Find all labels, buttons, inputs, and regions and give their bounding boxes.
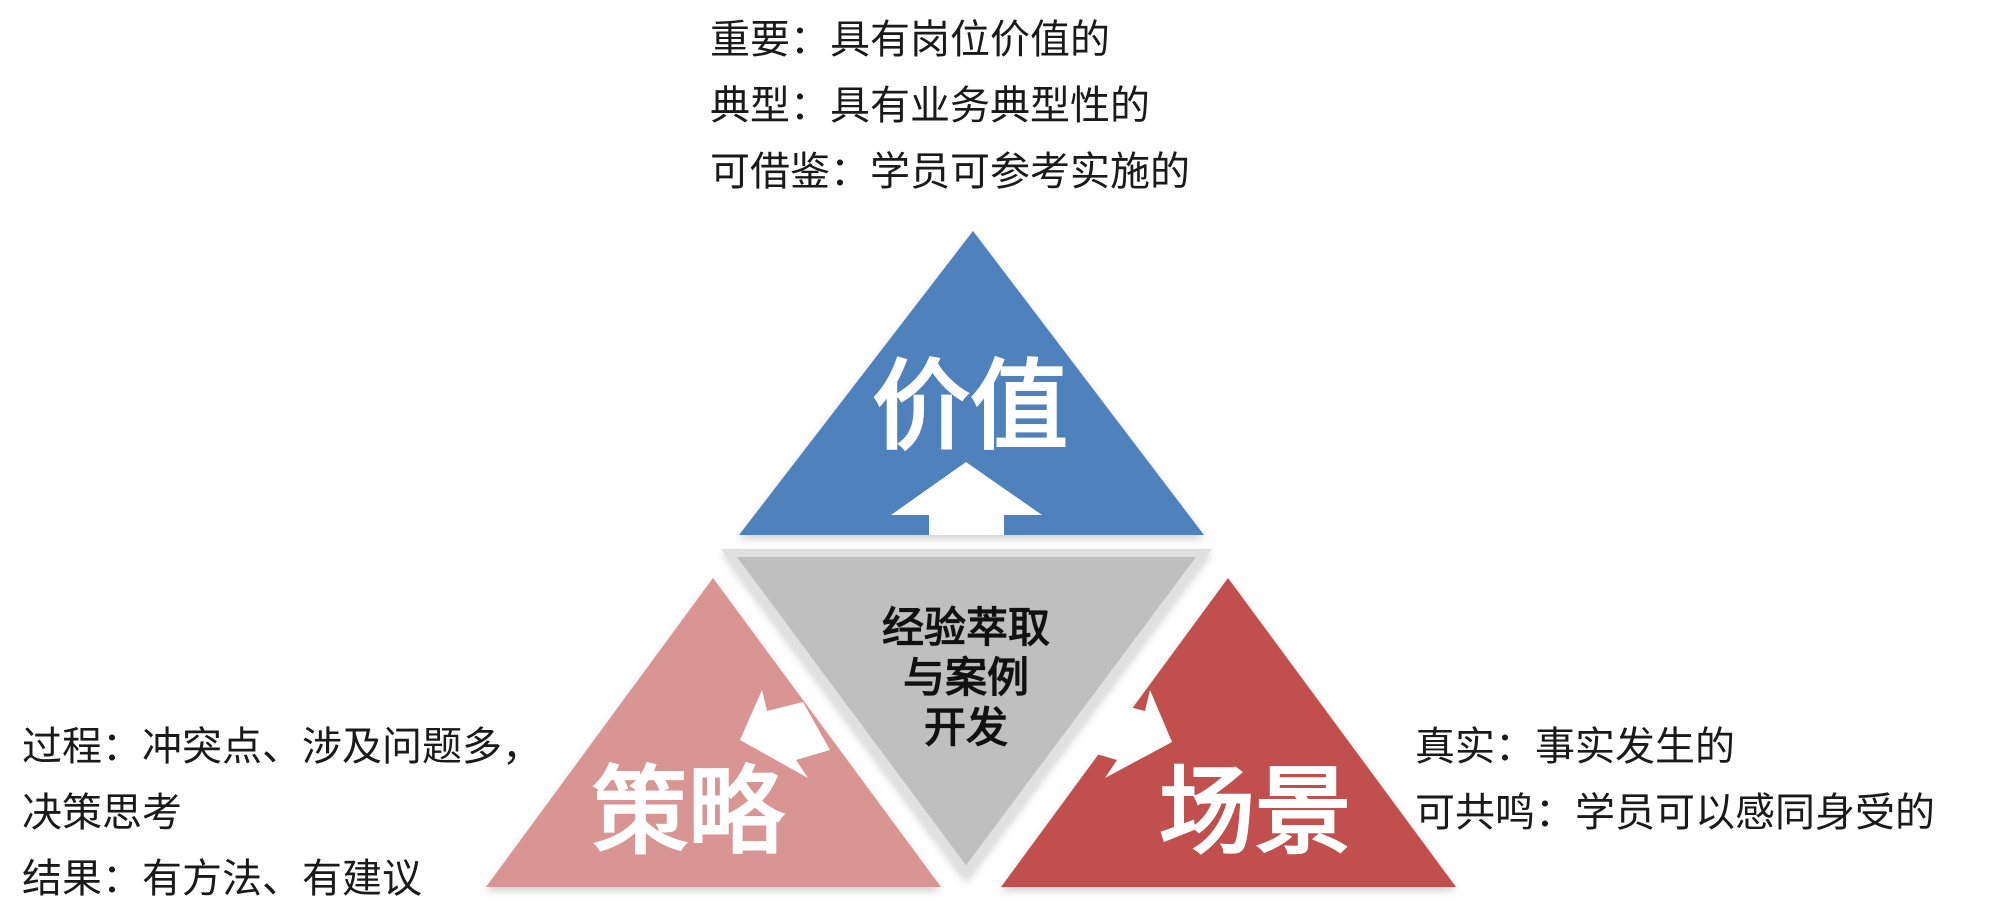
strategy-note-process: 过程：冲突点、涉及问题多， [22,724,542,770]
value-note-referenceable: 可借鉴：学员可参考实施的 [710,149,1190,195]
left-arrow-icon [740,690,830,778]
value-note-important: 重要：具有岗位价值的 [710,17,1110,63]
value-triangle [739,231,1204,535]
up-arrow-icon [891,462,1042,535]
strategy-triangle [486,578,941,887]
center-label-line1: 经验萃取 [882,603,1050,652]
strategy-notes: 过程：冲突点、涉及问题多， 决策思考 结果：有方法、有建议 [22,714,542,912]
scene-note-resonance: 可共鸣：学员可以感同身受的 [1415,790,1935,836]
value-label: 价值 [872,350,1068,464]
right-arrow-icon [1083,690,1172,778]
strategy-note-decision: 决策思考 [22,790,182,836]
scene-triangle [1001,578,1456,887]
value-notes: 重要：具有岗位价值的 典型：具有业务典型性的 可借鉴：学员可参考实施的 [710,7,1190,205]
center-triangle [721,549,1212,879]
scene-label: 场景 [1159,756,1351,868]
scene-notes: 真实：事实发生的 可共鸣：学员可以感同身受的 [1415,714,1935,846]
strategy-label: 策略 [592,756,786,868]
value-note-typical: 典型：具有业务典型性的 [710,83,1150,129]
strategy-note-result: 结果：有方法、有建议 [22,856,422,902]
center-label-line3: 开发 [924,703,1008,752]
center-label-line2: 与案例 [903,653,1029,702]
scene-note-real: 真实：事实发生的 [1415,724,1735,770]
